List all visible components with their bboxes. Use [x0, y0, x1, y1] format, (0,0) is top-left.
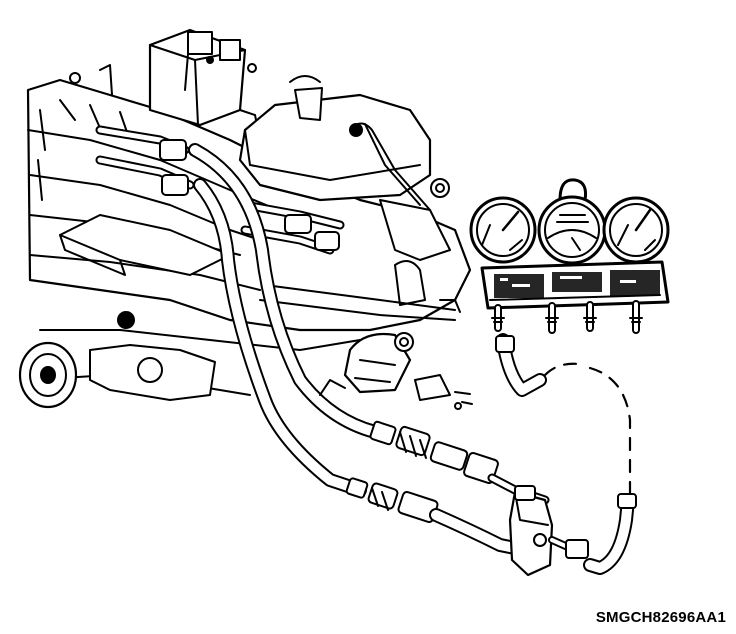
manifold-gauge-set — [469, 178, 670, 334]
detail-marks — [319, 299, 473, 410]
ac-compressor — [343, 332, 451, 401]
refrigerant-line-long — [188, 143, 382, 497]
gauge-hoses — [495, 333, 637, 575]
low-side-service-coupler — [345, 477, 522, 555]
throttle-body — [148, 28, 261, 141]
bracket-fittings — [259, 178, 456, 321]
vacuum-hoses — [95, 125, 345, 255]
engine-intake-manifold — [26, 64, 472, 396]
coolant-reservoir — [238, 75, 432, 211]
tee-fitting — [508, 485, 589, 577]
figure-code-label: SMGCH82696AA1 — [595, 609, 726, 626]
pulley — [18, 341, 216, 409]
